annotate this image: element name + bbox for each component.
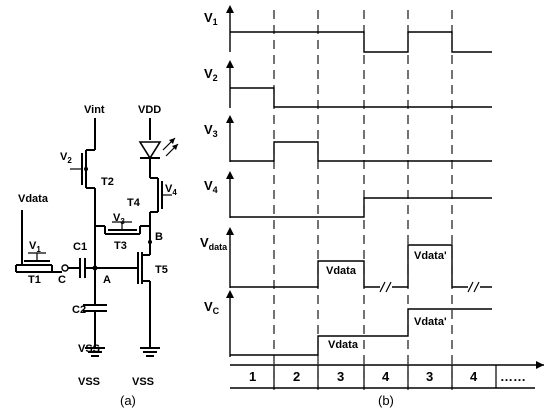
break-mark-1 <box>379 281 392 293</box>
vss-left-label-bottom: VSS <box>78 376 100 388</box>
vc-level-label-1: Vdata <box>328 339 359 351</box>
vc-level-label-2: Vdata' <box>414 316 447 328</box>
timing-diagram: 1 2 3 4 3 4 …… V1 V2 V3 V4 Vdata VC <box>200 5 544 408</box>
t1-label: T1 <box>28 274 41 286</box>
row-label-v4: V4 <box>204 178 218 195</box>
node-a-label: A <box>103 274 111 286</box>
waveform-vc <box>230 308 492 356</box>
row-axes <box>226 5 234 357</box>
circuit-caption: (a) <box>120 393 136 408</box>
waveform-v3 <box>230 141 492 162</box>
phase-dividers <box>273 10 453 390</box>
vdata-pulse-label-2: Vdata' <box>414 250 447 262</box>
waveform-v2 <box>230 87 492 108</box>
vss-right-label: VSS <box>132 376 154 388</box>
t3-label: T3 <box>114 240 127 252</box>
phase-label-1: 1 <box>249 369 256 384</box>
t4-gate-label: V4 <box>165 183 177 197</box>
vdata-input-label: Vdata <box>18 193 49 205</box>
phase-label-4: 4 <box>382 369 390 384</box>
waveform-vdata <box>230 244 492 288</box>
t5-label: T5 <box>155 264 168 276</box>
t2-label: T2 <box>101 176 114 188</box>
vss-left-label: VSS <box>78 343 100 355</box>
phase-label-3: 3 <box>337 369 344 384</box>
row-label-v3: V3 <box>204 122 218 139</box>
row-label-vc: VC <box>204 299 220 316</box>
row-label-v1: V1 <box>204 10 218 27</box>
waveform-v4 <box>230 197 492 218</box>
vdata-pulse-label-1: Vdata <box>326 265 357 277</box>
pixel-circuit: Vint VDD Vdata VSS VSS VSS V2 T2 V4 T4 V… <box>15 104 179 408</box>
vdd-label: VDD <box>138 104 161 116</box>
phase-label-6: 4 <box>470 369 478 384</box>
phase-label-5: 3 <box>426 369 433 384</box>
vint-label: Vint <box>84 104 105 116</box>
timing-caption: (b) <box>378 393 394 408</box>
phase-label-ellipsis: …… <box>500 369 526 384</box>
c1-label: C1 <box>73 241 87 253</box>
c2-label: C2 <box>72 304 86 316</box>
t3-gate-label: V3 <box>113 212 125 226</box>
node-b-label: B <box>155 231 163 243</box>
row-label-vdata: Vdata <box>200 235 228 252</box>
node-c-label: C <box>58 274 66 286</box>
waveform-v1 <box>230 31 492 53</box>
t4-label: T4 <box>127 197 141 209</box>
oled-diode-icon <box>138 141 162 160</box>
row-label-v2: V2 <box>204 66 218 83</box>
break-mark-2 <box>467 281 480 293</box>
t2-gate-label: V2 <box>60 151 72 165</box>
phase-label-2: 2 <box>293 369 300 384</box>
t1-gate-label: V1 <box>29 240 41 254</box>
